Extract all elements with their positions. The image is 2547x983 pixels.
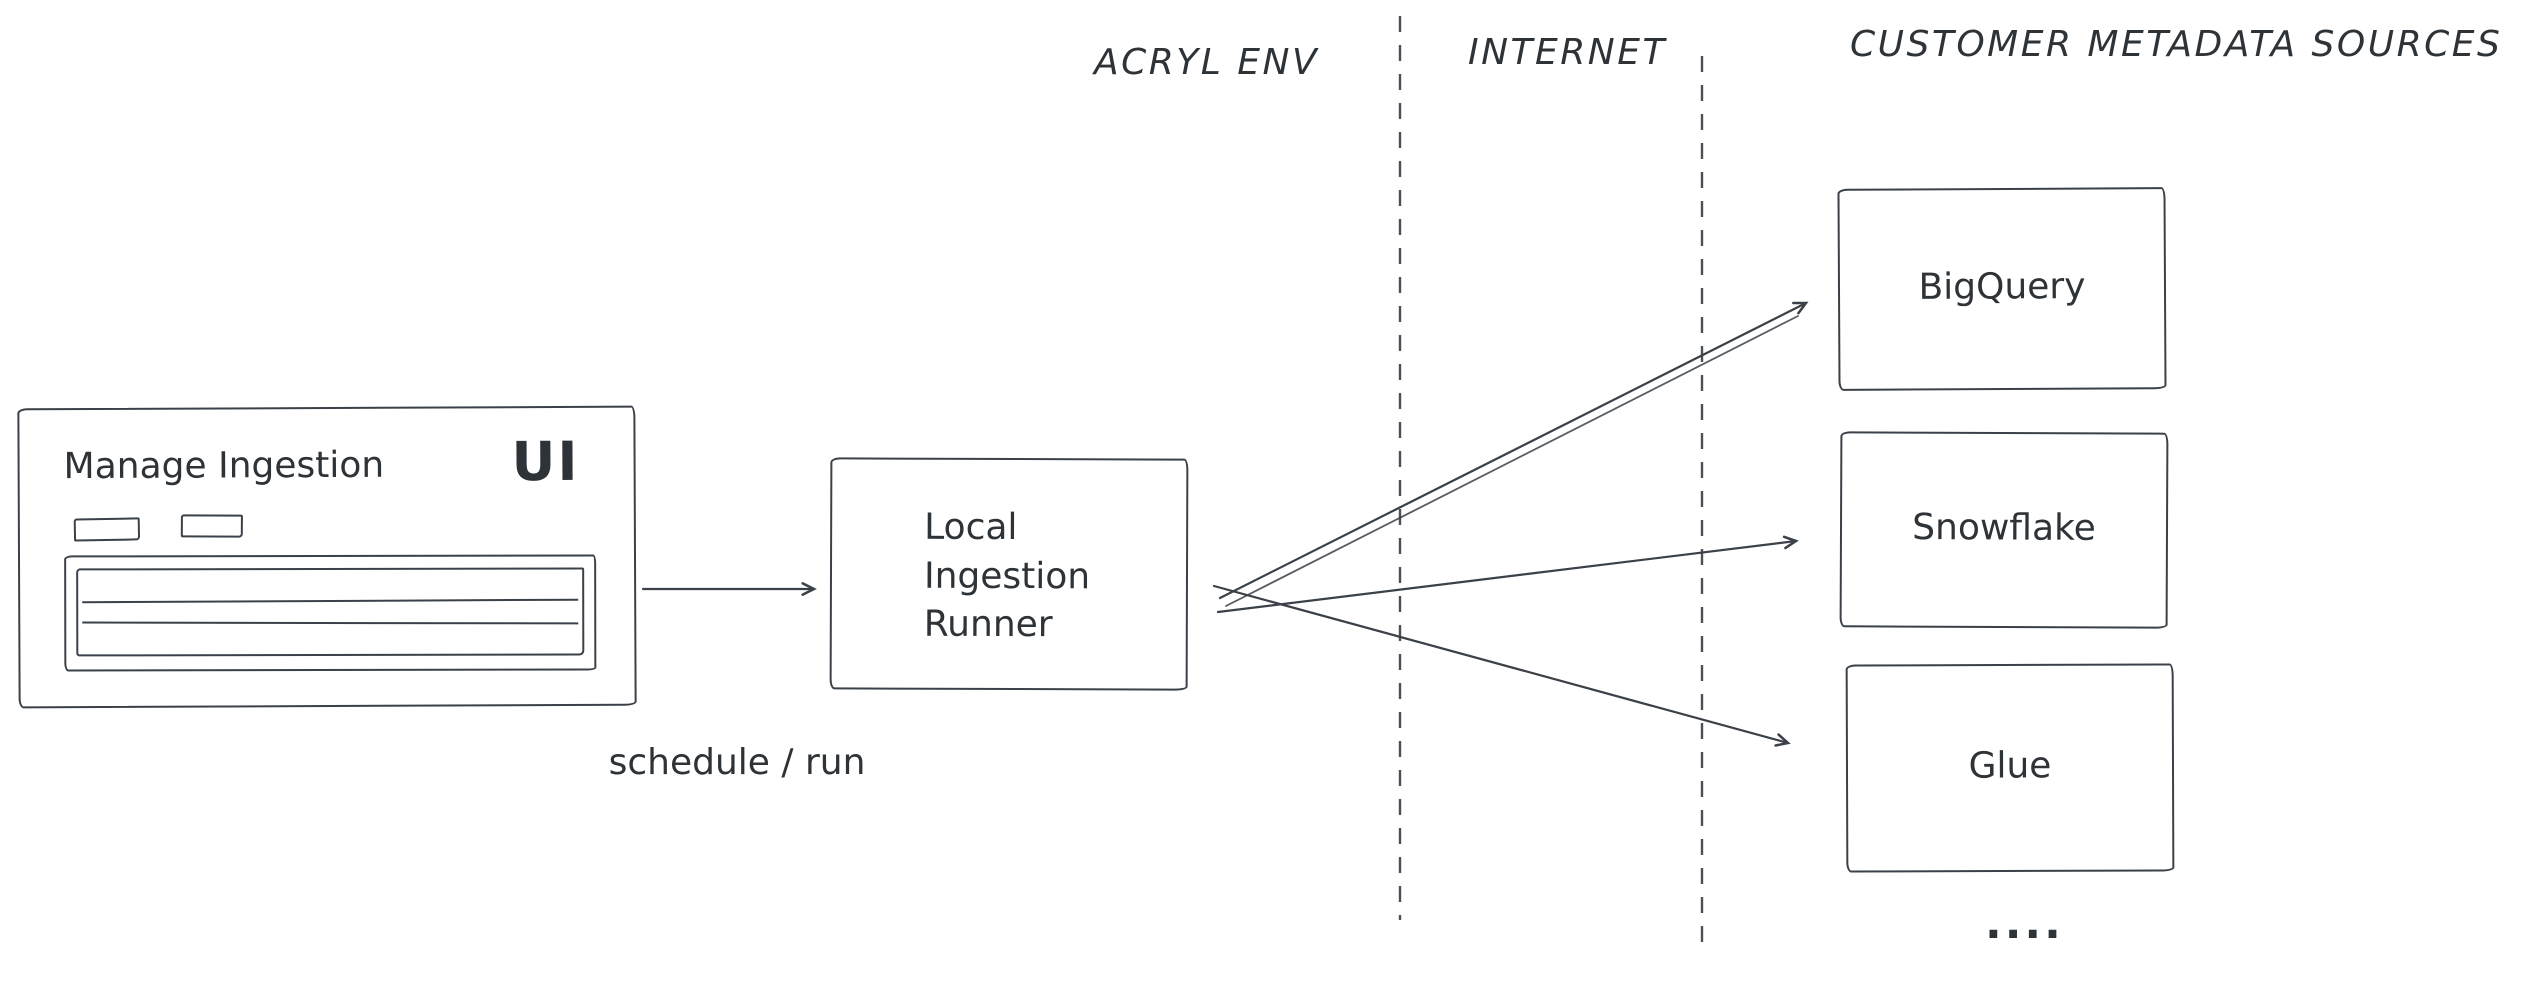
source-node-bigquery: BigQuery [1837,187,2167,391]
source-node-label: Snowflake [1912,507,2096,549]
source-node-label: BigQuery [1918,266,2086,308]
zone-label-customer-metadata-sources: CUSTOMER METADATA SOURCES [1850,24,2503,65]
arrow-runner-to-bigquery [1218,301,1809,600]
ui-table-row-line [82,598,579,604]
arrow-runner-to-bigquery-echo [1225,315,1799,607]
arrow-runner-to-glue [1212,584,1791,747]
source-node-glue: Glue [1845,663,2175,873]
ui-panel-title: Manage Ingestion [63,444,385,488]
zone-label-internet: INTERNET [1468,32,1667,73]
local-ingestion-runner-node: Local Ingestion Runner [829,457,1189,691]
runner-node-label: Local Ingestion Runner [923,506,1091,646]
ui-panel-badge: UI [511,429,580,494]
ui-table-shape [64,554,597,672]
ui-button-shape-2 [180,514,243,538]
source-node-snowflake: Snowflake [1839,431,2169,629]
ui-table-row-line [82,621,579,625]
manage-ingestion-ui-node: Manage Ingestion UI [17,405,637,709]
ui-button-shape-1 [73,517,141,542]
zone-label-acryl-env: ACRYL ENV [1094,42,1320,83]
more-sources-indicator: .... [1985,898,2064,949]
edge-label-schedule-run: schedule / run [608,742,866,783]
arrow-runner-to-snowflake [1216,535,1799,614]
source-node-label: Glue [1968,745,2052,787]
ui-table-inner-shape [76,567,585,657]
